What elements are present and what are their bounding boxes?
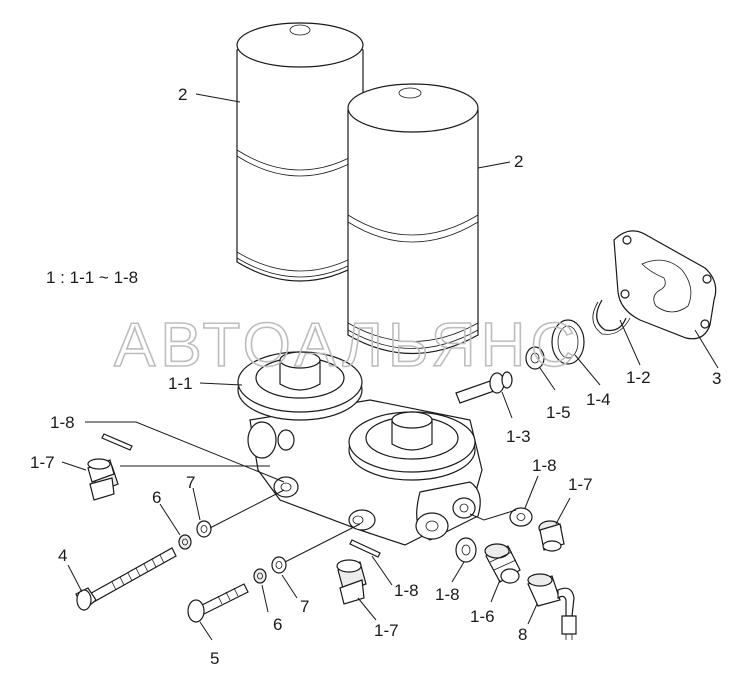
washer-1-5 <box>525 346 545 370</box>
sensor-8 <box>527 573 577 640</box>
washer-6-lower <box>253 568 267 584</box>
label-6-lower: 6 <box>273 615 282 634</box>
label-4: 4 <box>58 546 67 565</box>
washer-1-8-lower-right <box>455 537 477 563</box>
label-1-7-left: 1-7 <box>30 453 55 472</box>
label-7-lower: 7 <box>300 597 309 616</box>
label-1-3: 1-3 <box>506 427 531 446</box>
watermark: АВТОАЛЬЯНС <box>114 311 580 380</box>
plug-1-7-left <box>87 458 119 501</box>
filter-cartridge-front <box>347 83 479 355</box>
label-1-7-lower: 1-7 <box>374 621 399 640</box>
washer-7-upper <box>196 520 212 538</box>
label-5: 5 <box>210 649 219 668</box>
plug-1-7-lower <box>336 559 367 605</box>
washer-6-upper <box>178 534 192 550</box>
washer-7-lower <box>271 556 287 574</box>
bolt-4 <box>75 547 177 611</box>
pin-1-8-lower <box>349 539 381 558</box>
label-1-6: 1-6 <box>470 607 495 626</box>
washer-1-8-right <box>509 507 533 527</box>
label-7-upper: 7 <box>186 473 195 492</box>
label-1-8-washer: 1-8 <box>435 585 460 604</box>
switch-1-6 <box>484 543 521 584</box>
gasket-3 <box>613 230 717 340</box>
seal-ring-1-4 <box>551 319 585 365</box>
label-1-2: 1-2 <box>626 368 651 387</box>
label-8: 8 <box>518 625 527 644</box>
pin-1-8-left <box>101 433 133 451</box>
kit-note: 1 : 1-1 ~ 1-8 <box>46 268 138 287</box>
bolt-5 <box>187 583 249 623</box>
label-3: 3 <box>712 369 721 388</box>
label-1-8-left: 1-8 <box>50 413 75 432</box>
label-2-rear: 2 <box>178 85 187 104</box>
filter-cartridge-rear <box>236 22 364 282</box>
label-1-4: 1-4 <box>586 390 611 409</box>
label-1-8-lower: 1-8 <box>394 581 419 600</box>
label-1-1: 1-1 <box>168 374 193 393</box>
label-1-8-right: 1-8 <box>532 456 557 475</box>
label-6-upper: 6 <box>152 488 161 507</box>
label-2-front: 2 <box>514 152 523 171</box>
bolt-1-3 <box>455 371 513 404</box>
label-1-5: 1-5 <box>546 403 571 422</box>
filter-head-housing <box>237 351 483 546</box>
plug-1-7-right <box>538 520 565 552</box>
leader-lines <box>61 93 719 641</box>
label-1-7-right: 1-7 <box>568 475 593 494</box>
